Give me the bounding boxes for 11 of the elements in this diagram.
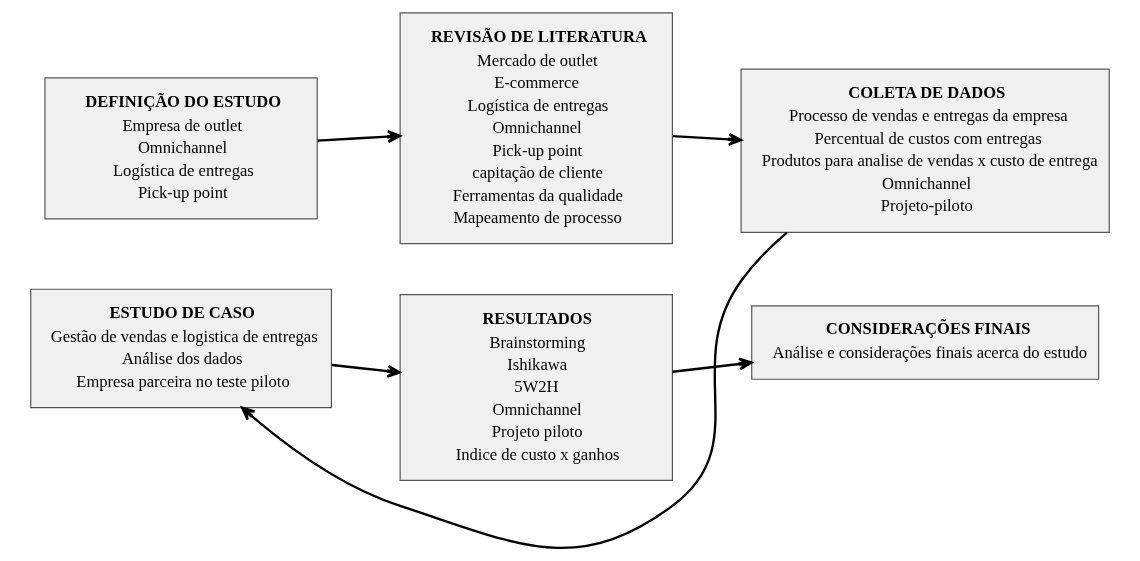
arrow <box>331 363 401 378</box>
node-box: REVISÃO DE LITERATURA Mercado de outlet E-commerce Logística de entregas Omnichannel Pick-up point capitação de cliente Ferramentas da qualidade Mapeamento de processo <box>399 12 673 245</box>
node-box: CONSIDERAÇÕES FINAIS Análise e considerações finais acerca do estudo <box>751 305 1100 380</box>
node-box: RESULTADOS Brainstorming Ishikawa 5W2H Omnichannel Projeto piloto Indice de custo x ganhos <box>399 294 673 482</box>
node-box: DEFINIÇÃO DO ESTUDO Empresa de outlet Omnichannel Logística de entregas Pick-up point <box>44 77 318 220</box>
arrow <box>672 132 743 146</box>
arrow <box>672 357 753 373</box>
node-box: ESTUDO DE CASO Gestão de vendas e logistica de entregas Análise dos dados Empresa parceira no teste piloto <box>30 288 333 409</box>
arrow <box>240 231 788 549</box>
arrow <box>317 130 402 144</box>
node-box: COLETA DE DADOS Processo de vendas e entregas da empresa Percentual de custos com entregas Produtos para analise de vendas x custo de entrega Omnichannel Projeto-piloto <box>740 68 1110 233</box>
